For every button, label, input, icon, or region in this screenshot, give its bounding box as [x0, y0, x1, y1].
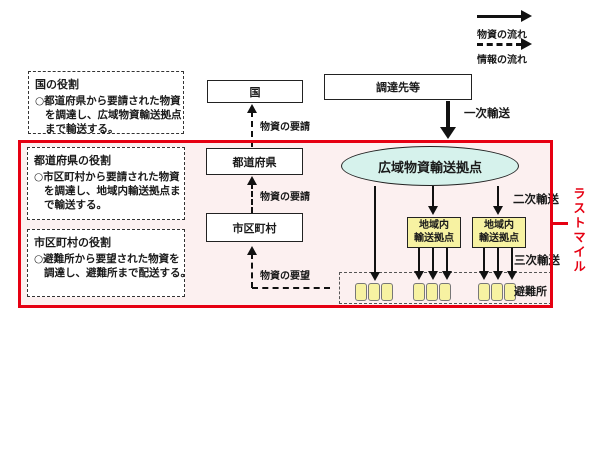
tertiary-arrowhead-icon: [479, 271, 489, 280]
goods-demand-label: 物資の要望: [260, 271, 310, 282]
node-wide-area-hub: 広域物資輸送拠点: [341, 146, 519, 186]
shelter-icon: [426, 283, 438, 301]
goods-flow-arrowhead-icon: [521, 10, 532, 22]
role-text-line: まで輸送する。: [45, 122, 119, 135]
direct-shelter-arrow: [374, 186, 376, 273]
goods-request-arrow-lower: [251, 183, 253, 213]
role-text-line: ○市区町村から要請された物資: [34, 171, 180, 183]
role-box-national: 国の役割 ○都道府県から要請された物資 を調達し、広域物資輸送拠点 まで輸送する…: [28, 71, 184, 135]
goods-request-upper-label: 物資の要請: [260, 122, 310, 133]
tertiary-transport-arrow: [483, 248, 485, 272]
tertiary-transport-arrow: [418, 248, 420, 272]
tertiary-arrowhead-icon: [442, 271, 452, 280]
node-suppliers: 調達先等: [324, 74, 472, 100]
request-arrowhead-icon: [247, 176, 257, 185]
role-box-municipality: 市区町村の役割 ○避難所から要望された物資を 調達し、避難所まで配送する。: [27, 229, 191, 297]
node-prefecture: 都道府県: [206, 148, 303, 175]
primary-transport-arrow: [446, 101, 450, 128]
secondary-transport-arrowhead-icon: [428, 206, 438, 215]
primary-transport-label: 一次輸送: [464, 106, 510, 120]
role-text-line: ○都道府県から要請された物資: [35, 95, 181, 107]
goods-request-lower-label: 物資の要請: [260, 192, 310, 203]
role-title-municipality: 市区町村の役割: [34, 236, 111, 249]
shelter-icon: [355, 283, 367, 301]
primary-transport-arrowhead-icon: [440, 127, 456, 139]
role-text-line: を調達し、地域内輸送拠点ま: [44, 184, 181, 197]
node-regional-hub-2: 地域内 輸送拠点: [472, 217, 526, 248]
role-title-prefecture: 都道府県の役割: [34, 154, 111, 167]
role-text-line: 調達し、避難所まで配送する。: [44, 266, 191, 279]
role-text-line: ○避難所から要望された物資を: [34, 253, 180, 265]
secondary-transport-arrow: [497, 186, 499, 207]
tertiary-transport-arrow: [511, 248, 513, 272]
regional-hub-label-line1: 地域内: [484, 220, 514, 231]
shelter-group: [478, 283, 516, 301]
regional-hub-label-line2: 輸送拠点: [479, 232, 519, 244]
role-title-national: 国の役割: [35, 78, 79, 91]
legend-goods-flow-label: 物資の流れ: [477, 30, 527, 41]
shelter-icon: [439, 283, 451, 301]
node-municipality: 市区町村: [206, 213, 303, 242]
goods-demand-arrow-horizontal: [252, 287, 330, 289]
shelter-icon: [381, 283, 393, 301]
tertiary-arrowhead-icon: [507, 271, 517, 280]
role-box-prefecture: 都道府県の役割 ○市区町村から要請された物資 を調達し、地域内輸送拠点ま で輸送…: [27, 147, 185, 220]
shelter-icon: [504, 283, 516, 301]
last-mile-label: ラストマイル: [571, 187, 586, 274]
direct-shelter-arrowhead-icon: [370, 272, 380, 281]
tertiary-transport-arrow: [446, 248, 448, 272]
goods-request-arrow-upper: [251, 111, 253, 147]
role-text-line: で輸送する。: [44, 198, 107, 211]
goods-flow-arrow: [477, 15, 522, 18]
shelter-group: [355, 283, 393, 301]
shelter-icon: [491, 283, 503, 301]
shelter-icon: [368, 283, 380, 301]
goods-demand-arrow-vertical: [251, 253, 253, 288]
last-mile-tick: [553, 222, 568, 225]
tertiary-arrowhead-icon: [414, 271, 424, 280]
tertiary-transport-arrow: [432, 248, 434, 272]
request-arrowhead-icon: [247, 104, 257, 113]
shelter-icon: [478, 283, 490, 301]
tertiary-arrowhead-icon: [493, 271, 503, 280]
legend-info-flow-label: 情報の流れ: [477, 55, 527, 66]
tertiary-transport-arrow: [497, 248, 499, 272]
shelter-label: 避難所: [514, 285, 547, 298]
node-national: 国: [207, 80, 303, 103]
regional-hub-label-line2: 輸送拠点: [414, 232, 454, 244]
regional-hub-label-line1: 地域内: [419, 220, 449, 231]
tertiary-arrowhead-icon: [428, 271, 438, 280]
shelter-icon: [413, 283, 425, 301]
shelter-group: [413, 283, 451, 301]
info-flow-arrow: [477, 43, 522, 46]
secondary-transport-arrowhead-icon: [493, 206, 503, 215]
secondary-transport-arrow: [432, 186, 434, 207]
secondary-transport-label: 二次輸送: [513, 192, 559, 206]
demand-arrowhead-icon: [247, 246, 257, 255]
tertiary-transport-label: 三次輸送: [514, 253, 560, 267]
node-regional-hub-1: 地域内 輸送拠点: [407, 217, 461, 248]
role-text-line: を調達し、広域物資輸送拠点: [45, 108, 182, 121]
info-flow-arrowhead-icon: [521, 38, 532, 50]
